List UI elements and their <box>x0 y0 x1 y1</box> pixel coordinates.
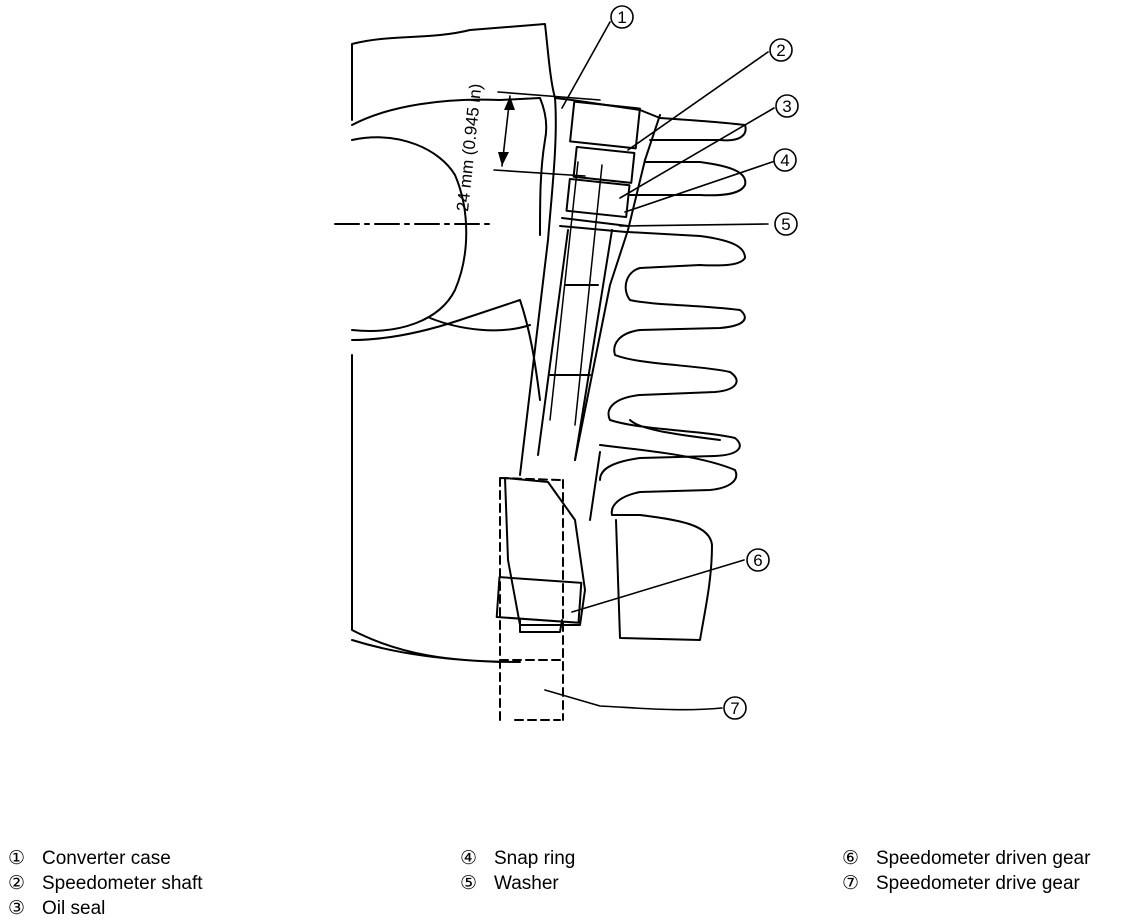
callout-number-1: 1 <box>617 8 626 27</box>
shaft-core <box>549 161 603 426</box>
case-cavity-upper <box>351 97 548 236</box>
bore-left-wall <box>519 97 557 476</box>
dimension-arrow-bottom <box>498 152 509 166</box>
legend-column-2: ④ Snap ring ⑤ Washer <box>460 846 575 896</box>
callout-circle-4 <box>773 148 797 172</box>
legend-item: ③ Oil seal <box>8 896 203 921</box>
callout-circle-3 <box>775 94 799 118</box>
callout-circle-6 <box>746 548 770 572</box>
callout-circle-5 <box>774 212 798 236</box>
case-web-line <box>429 317 531 332</box>
washer-line <box>559 217 629 233</box>
legend-label: Speedometer shaft <box>42 873 203 894</box>
legend-item: ④ Snap ring <box>460 846 575 871</box>
cooling-fins <box>599 117 747 481</box>
callout-number-5: 5 <box>781 215 790 234</box>
fins-lower <box>589 444 738 641</box>
legend-marker: ⑥ <box>842 848 860 869</box>
legend-column-1: ① Converter case ② Speedometer shaft ③ O… <box>8 846 203 921</box>
driven-gear-teeth <box>519 619 563 633</box>
legend-column-3: ⑥ Speedometer driven gear ⑦ Speedometer … <box>842 846 1090 896</box>
legend-item: ① Converter case <box>8 846 203 871</box>
lower-housing <box>504 477 586 626</box>
legend-marker: ② <box>8 873 26 894</box>
dimension-arrow-top <box>504 96 515 110</box>
speedometer-shaft <box>537 229 613 461</box>
dimension-label: 24 mm (0.945 in) <box>453 83 485 213</box>
callout-number-3: 3 <box>782 97 791 116</box>
callout-number-4: 4 <box>780 151 789 170</box>
legend-item: ⑦ Speedometer drive gear <box>842 871 1090 896</box>
boss-top <box>554 97 661 119</box>
legend-label: Washer <box>494 873 559 894</box>
case-cavity-inner <box>351 299 541 401</box>
callout-number-2: 2 <box>776 41 785 60</box>
legend-label: Snap ring <box>494 848 576 869</box>
legend-marker: ③ <box>8 898 26 919</box>
legend-marker: ① <box>8 848 26 869</box>
legend-item: ② Speedometer shaft <box>8 871 203 896</box>
legend-label: Oil seal <box>42 898 106 919</box>
legend-label: Speedometer drive gear <box>876 873 1080 894</box>
seal-inner <box>572 145 636 184</box>
snap-ring-block <box>565 177 631 219</box>
case-cavity-circle <box>351 136 468 332</box>
legend-label: Speedometer driven gear <box>876 848 1091 869</box>
drive-gear-outline <box>499 477 564 721</box>
callout-circle-2 <box>769 38 793 62</box>
bore-right-wall <box>574 114 661 461</box>
oil-seal-body <box>569 100 641 150</box>
leader-lines <box>544 21 779 711</box>
callout-number-6: 6 <box>753 551 762 570</box>
callout-circle-7 <box>723 696 747 720</box>
callout-circle-1 <box>610 5 634 29</box>
legend-label: Converter case <box>42 848 171 869</box>
legend-marker: ⑤ <box>460 873 478 894</box>
callout-number-7: 7 <box>730 699 739 718</box>
driven-gear <box>495 576 583 624</box>
legend-item: ⑤ Washer <box>460 871 575 896</box>
legend-marker: ④ <box>460 848 478 869</box>
converter-case-outline <box>351 23 556 663</box>
legend-item: ⑥ Speedometer driven gear <box>842 846 1090 871</box>
legend-marker: ⑦ <box>842 873 860 894</box>
